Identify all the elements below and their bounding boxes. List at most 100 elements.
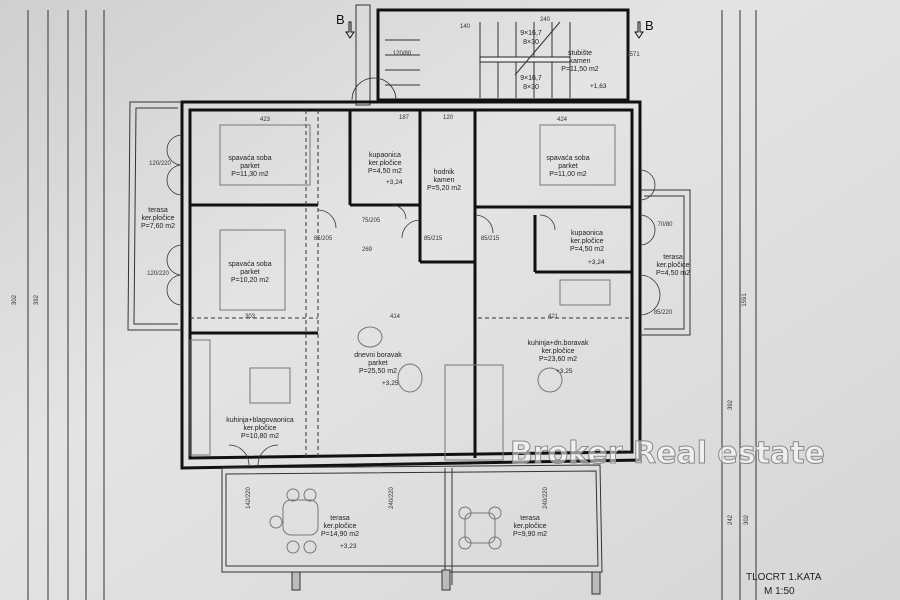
room-name: dnevni boravak xyxy=(354,352,402,359)
room-name: terasa xyxy=(520,515,540,522)
room-bedroom-2: spavaća soba parket P=11,00 m2 xyxy=(546,155,589,178)
room-area: P=14,90 m2 xyxy=(321,531,359,538)
room-finish: ker.pločice xyxy=(570,238,603,245)
dimension-labels: 423 424 187 120 269 414 421 303 85/205 7… xyxy=(147,17,673,509)
room-finish: ker.pločice xyxy=(541,348,574,355)
room-name: spavaća soba xyxy=(546,155,589,162)
room-finish: ker.pločice xyxy=(513,523,546,530)
doors xyxy=(166,134,661,466)
staircase: 9×16,7 8×30 9×16,7 8×30 stubište kamen P… xyxy=(351,4,630,106)
dim-label: 392 xyxy=(728,399,734,410)
room-name: kuhinja+dn.boravak xyxy=(528,340,589,347)
room-finish: parket xyxy=(240,163,260,170)
dim-label: 142/220 xyxy=(246,487,252,509)
room-area: P=4,50 m2 xyxy=(368,168,402,175)
section-label: B xyxy=(645,18,654,33)
room-bedroom-3: spavaća soba parket P=10,20 m2 xyxy=(228,261,271,284)
dim-label: 240/220 xyxy=(543,487,549,509)
dim-label: 75/205 xyxy=(362,218,381,224)
dimension-lines-right xyxy=(721,10,757,600)
terrace-bottom xyxy=(221,464,603,595)
dim-label: 120/80 xyxy=(393,51,412,57)
dim-label: 414 xyxy=(390,314,401,320)
room-area: P=11,50 m2 xyxy=(561,66,599,73)
drawing-scale: M 1:50 xyxy=(764,586,795,597)
dim-label: 302 xyxy=(744,514,750,525)
room-name: kuhinja+blagovaonica xyxy=(226,417,294,424)
room-name: spavaća soba xyxy=(228,155,271,162)
room-finish: ker.pločice xyxy=(323,523,356,530)
dim-label: 240 xyxy=(540,17,551,23)
room-kitchen-living: kuhinja+dn.boravak ker.pločice P=23,60 m… xyxy=(528,340,589,363)
room-area: P=4,50 m2 xyxy=(570,246,604,253)
dim-label: 120 xyxy=(443,115,454,121)
room-terrace-bottom-1: terasa ker.pločice P=14,90 m2 xyxy=(321,515,359,538)
room-kitchen-dining: kuhinja+blagovaonica ker.pločice P=10,80… xyxy=(226,417,294,440)
room-area: P=25,50 m2 xyxy=(359,368,397,375)
room-area: P=10,20 m2 xyxy=(231,277,269,284)
watermark: Broker Real estate xyxy=(510,436,825,471)
room-name: hodnik xyxy=(434,169,455,176)
room-name: spavaća soba xyxy=(228,261,271,268)
dim-label: 242 xyxy=(728,514,734,525)
dim-label: 240/220 xyxy=(389,487,395,509)
stair-run-label: 8×30 xyxy=(523,39,539,46)
dim-label: 120/220 xyxy=(149,161,171,167)
room-area: P=23,60 m2 xyxy=(539,356,577,363)
room-name: kupaonica xyxy=(571,230,603,237)
dim-label: 1571 xyxy=(626,52,640,58)
room-name: terasa xyxy=(330,515,350,522)
dim-label: 424 xyxy=(557,117,568,123)
stair-run-label: 8×30 xyxy=(523,84,539,91)
elevation-mark: +3,25 xyxy=(382,380,399,387)
dim-label: 85/205 xyxy=(314,236,333,242)
room-bathroom-2: kupaonica ker.pločice P=4,50 m2 xyxy=(570,230,604,253)
dimension-lines-left xyxy=(27,10,105,600)
elevation-mark: +3,25 xyxy=(556,368,573,375)
room-finish: parket xyxy=(558,163,578,170)
dim-label: 303 xyxy=(245,314,256,320)
room-area: P=11,00 m2 xyxy=(549,171,587,178)
room-name: terasa xyxy=(663,254,683,261)
elevation-mark: +3,24 xyxy=(386,179,403,186)
room-hallway: hodnik kamen P=5,20 m2 xyxy=(427,169,461,192)
terrace-left xyxy=(127,101,182,331)
drawing-title: TLOCRT 1.KATA xyxy=(746,572,822,583)
section-marker-left: B xyxy=(336,12,355,39)
elevation-mark: +3,24 xyxy=(588,259,605,266)
dim-label: 120/220 xyxy=(147,271,169,277)
room-finish: kamen xyxy=(569,58,590,65)
dim-label: 187 xyxy=(399,115,410,121)
room-terrace-right: terasa ker.pločice P=4,50 m2 xyxy=(656,254,690,277)
room-finish: ker.pločice xyxy=(243,425,276,432)
room-name: stubište xyxy=(568,50,592,57)
room-finish: ker.pločice xyxy=(368,160,401,167)
room-finish: ker.pločice xyxy=(656,262,689,269)
room-stairwell: stubište kamen P=11,50 m2 xyxy=(561,50,599,73)
room-area: P=4,50 m2 xyxy=(656,270,690,277)
room-finish: parket xyxy=(368,360,388,367)
dim-label: 70/80 xyxy=(657,222,673,228)
room-terrace-bottom-2: terasa ker.pločice P=9,90 m2 xyxy=(513,515,547,538)
room-area: P=5,20 m2 xyxy=(427,185,461,192)
dim-label: 392 xyxy=(34,294,40,305)
room-finish: ker.pločice xyxy=(141,215,174,222)
dim-label: 269 xyxy=(362,247,373,253)
section-marker-right: B xyxy=(634,18,654,39)
elevation-mark: +3,23 xyxy=(340,543,357,550)
stair-rise-label: 9×16,7 xyxy=(520,75,542,82)
room-bathroom-1: kupaonica ker.pločice P=4,50 m2 xyxy=(368,152,402,175)
room-terrace-left: terasa ker.pločice P=7,60 m2 xyxy=(141,207,175,230)
room-name: terasa xyxy=(148,207,168,214)
room-finish: parket xyxy=(240,269,260,276)
dim-label: 421 xyxy=(548,314,559,320)
dim-label: 85/220 xyxy=(654,310,673,316)
dim-label: 140 xyxy=(460,24,471,30)
dim-label: 85/215 xyxy=(481,236,500,242)
stair-rise-label: 9×16,7 xyxy=(520,30,542,37)
terrace-right xyxy=(640,189,691,336)
room-bedroom-1: spavaća soba parket P=11,30 m2 xyxy=(228,155,271,178)
room-area: P=11,30 m2 xyxy=(231,171,269,178)
